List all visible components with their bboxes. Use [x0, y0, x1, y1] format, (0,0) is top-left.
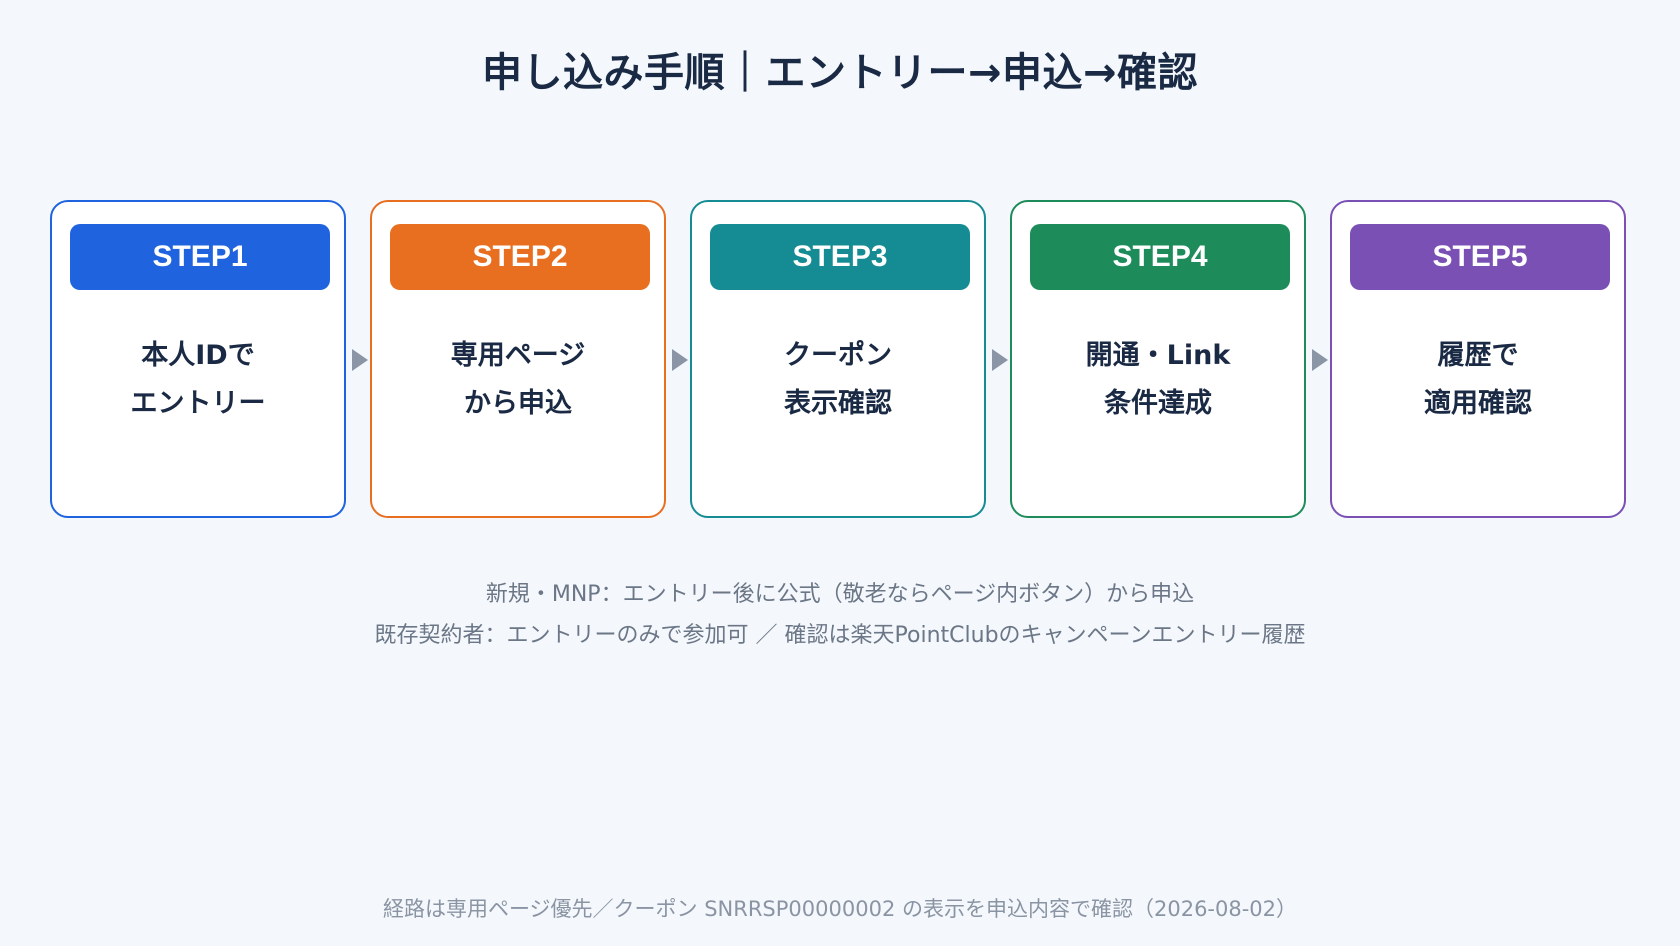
- step-text-line: 本人IDで: [141, 340, 255, 371]
- step-text-1: 本人IDで エントリー: [52, 332, 344, 428]
- step-text-2: 専用ページ から申込: [372, 332, 664, 428]
- step-text-line: 専用ページ: [450, 340, 586, 371]
- step-card-1: STEP1 本人IDで エントリー: [50, 200, 346, 518]
- step-card-2: STEP2 専用ページ から申込: [370, 200, 666, 518]
- step-text-line: 履歴で: [1437, 340, 1519, 371]
- step-text-line: 適用確認: [1424, 388, 1532, 419]
- step-card-5: STEP5 履歴で 適用確認: [1330, 200, 1626, 518]
- arrow-icon: [672, 349, 688, 371]
- step-text-line: エントリー: [130, 388, 266, 419]
- step-card-4: STEP4 開通・Link 条件達成: [1010, 200, 1306, 518]
- footer-note: 経路は専用ページ優先／クーポン SNRRSP00000002 の表示を申込内容で…: [382, 897, 1298, 921]
- step-badge-3: STEP3: [710, 224, 970, 290]
- step-badge-2: STEP2: [390, 224, 650, 290]
- arrow-icon: [1312, 349, 1328, 371]
- arrow-icon: [352, 349, 368, 371]
- step-text-4: 開通・Link 条件達成: [1012, 332, 1304, 428]
- step-text-line: クーポン: [784, 340, 892, 371]
- notes: 新規・MNP：エントリー後に公式（敬老ならページ内ボタン）から申込 既存契約者：…: [0, 574, 1680, 656]
- step-badge-1: STEP1: [70, 224, 330, 290]
- step-card-3: STEP3 クーポン 表示確認: [690, 200, 986, 518]
- step-flow: STEP1 本人IDで エントリー STEP2 専用ページ から申込 STEP3…: [50, 200, 1630, 522]
- page-title: 申し込み手順｜エントリー→申込→確認: [481, 50, 1199, 96]
- step-text-line: 表示確認: [784, 388, 892, 419]
- step-badge-4: STEP4: [1030, 224, 1290, 290]
- step-text-line: 開通・Link: [1085, 340, 1231, 371]
- note-line-2: 既存契約者：エントリーのみで参加可 ／ 確認は楽天PointClubのキャンペー…: [374, 623, 1306, 648]
- arrow-icon: [992, 349, 1008, 371]
- note-line-1: 新規・MNP：エントリー後に公式（敬老ならページ内ボタン）から申込: [485, 582, 1195, 607]
- step-text-line: から申込: [464, 388, 572, 419]
- step-text-line: 条件達成: [1104, 388, 1212, 419]
- step-text-3: クーポン 表示確認: [692, 332, 984, 428]
- step-text-5: 履歴で 適用確認: [1332, 332, 1624, 428]
- step-badge-5: STEP5: [1350, 224, 1610, 290]
